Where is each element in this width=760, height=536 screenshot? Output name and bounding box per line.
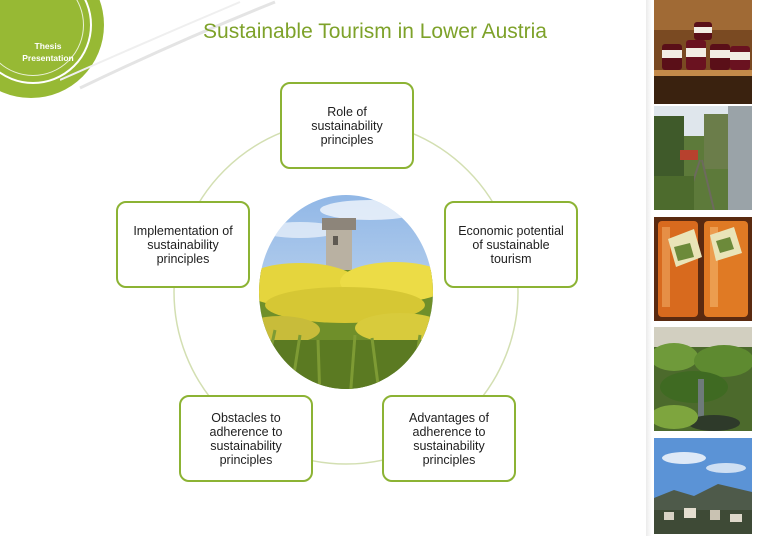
node-text-line: adherence to — [412, 424, 486, 439]
node-text-line: Role of — [327, 104, 367, 119]
node-text-line: principles — [422, 452, 476, 467]
slide-title: Sustainable Tourism in Lower Austria — [203, 20, 547, 43]
badge-line-2: Presentation — [22, 53, 74, 63]
node-text-line: Advantages of — [409, 410, 489, 425]
jam-shelf-photo — [654, 0, 752, 104]
node-obstacles-to-adherence: Obstacles to adherence to sustainability… — [179, 395, 313, 482]
node-advantages-of-adherence: Advantages of adherence to sustainabilit… — [382, 395, 516, 482]
badge-line-1: Thesis — [34, 41, 62, 51]
node-text-line: sustainability — [311, 118, 383, 133]
node-text-line: principles — [320, 132, 374, 147]
cycle-diagram — [173, 119, 519, 465]
node-text-line: tourism — [490, 251, 532, 266]
node-text-line: sustainability — [210, 438, 282, 453]
node-text-line: sustainability — [413, 438, 485, 453]
node-text-line: sustainability — [147, 237, 219, 252]
badge-label: Thesis Presentation — [12, 40, 84, 64]
node-text-line: Economic potential — [458, 223, 564, 238]
node-text-line: Obstacles to — [211, 410, 281, 425]
thesis-badge: Thesis Presentation — [0, 0, 130, 100]
node-text-line: principles — [219, 452, 273, 467]
juice-bottles-photo — [654, 217, 752, 321]
node-economic-potential: Economic potential of sustainable touris… — [444, 201, 578, 288]
railway-photo — [654, 106, 752, 210]
node-text-line: Implementation of — [133, 223, 233, 238]
rapeseed-field-photo — [259, 195, 433, 389]
node-text-line: adherence to — [209, 424, 283, 439]
town-landscape-photo — [654, 438, 752, 534]
node-role-of-sustainability-principles: Role of sustainability principles — [280, 82, 414, 169]
node-text-line: of sustainable — [472, 237, 550, 252]
decorative-swoosh — [60, 0, 276, 90]
photo-strip-shadow — [646, 0, 652, 536]
node-text-line: principles — [156, 251, 210, 266]
garden-photo — [654, 327, 752, 431]
node-implementation-of-principles: Implementation of sustainability princip… — [116, 201, 250, 288]
